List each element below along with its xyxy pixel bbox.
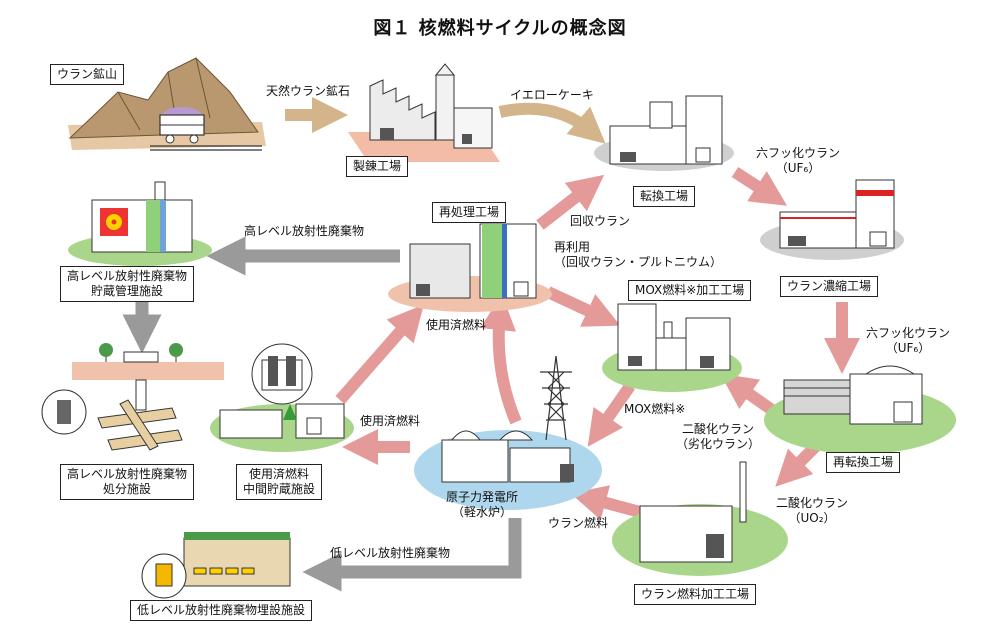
power-plant-illustration: [414, 355, 602, 510]
label-reconversion: 再転換工場: [826, 452, 901, 473]
arrow-llw: [302, 518, 522, 592]
arrow-uranium-fuel: [570, 485, 642, 521]
label-llw-burial: 低レベル放射性廃棄物埋設施設: [130, 600, 313, 621]
flow-uf6-a-line1: 六フッ化ウラン: [756, 146, 841, 160]
flow-mox-fuel: MOX燃料※: [624, 402, 686, 416]
label-interim-storage-line1: 使用済燃料: [249, 467, 310, 481]
hlw-disposal-illustration: [41, 343, 224, 451]
label-fuel-fabrication: ウラン燃料加工工場: [634, 584, 757, 605]
flow-depleted: 二酸化ウラン （劣化ウラン）: [676, 422, 760, 452]
flow-spent-fuel-b: 使用済燃料: [360, 414, 421, 428]
hlw-storage-illustration: [68, 181, 212, 266]
interim-storage-illustration: [210, 343, 354, 452]
arrow-reuse: [545, 286, 621, 327]
reprocessing-illustration: [388, 223, 552, 312]
label-refinery: 製錬工場: [346, 156, 409, 177]
label-power-plant-line1: 原子力発電所: [446, 490, 519, 504]
arrow-mox-fuel: [587, 382, 635, 447]
label-interim-storage-line2: 中間貯蔵施設: [243, 482, 316, 496]
page-title: 図１ 核燃料サイクルの概念図: [373, 18, 627, 39]
label-interim-storage: 使用済燃料 中間貯蔵施設: [236, 464, 323, 500]
flow-uo2-line1: 二酸化ウラン: [776, 496, 849, 510]
flow-uo2-line2: （UO₂）: [788, 511, 836, 525]
flow-uf6-b-line1: 六フッ化ウラン: [866, 326, 951, 340]
flow-reuse: 再利用 （回収ウラン・プルトニウム）: [554, 240, 722, 270]
arrow-spent-fuel-b-up: [335, 304, 424, 404]
flow-uo2: 二酸化ウラン （UO₂）: [776, 496, 848, 526]
flow-reuse-line1: 再利用: [554, 240, 591, 254]
flow-spent-fuel-a: 使用済燃料: [426, 318, 487, 332]
arrow-recovered: [536, 174, 605, 230]
label-hlw-disposal-line2: 処分施設: [103, 482, 152, 496]
label-conversion: 転換工場: [633, 186, 696, 207]
flow-depleted-line1: 二酸化ウラン: [682, 422, 755, 436]
flow-depleted-line2: （劣化ウラン）: [676, 437, 761, 451]
arrow-yellowcake: [498, 102, 606, 144]
mine-illustration: [68, 57, 266, 151]
fuel-fabrication-illustration: [612, 461, 788, 576]
mox-illustration: [602, 303, 742, 392]
refinery-illustration: [348, 63, 500, 162]
label-hlw-disposal-line1: 高レベル放射性廃棄物: [67, 467, 188, 481]
reconversion-illustration: [764, 365, 956, 454]
conversion-illustration: [594, 95, 734, 171]
flow-uf6-a-line2: （UF₆）: [775, 161, 821, 175]
flow-uf6-b-line2: （UF₆）: [885, 341, 931, 355]
flow-llw: 低レベル放射性廃棄物: [330, 546, 451, 560]
llw-burial-illustration: [141, 532, 291, 599]
enrichment-illustration: [760, 179, 904, 260]
flow-uf6-b: 六フッ化ウラン （UF₆）: [866, 326, 950, 356]
label-reprocessing: 再処理工場: [432, 202, 507, 223]
label-hlw-disposal: 高レベル放射性廃棄物 処分施設: [60, 464, 195, 500]
label-hlw-storage-line1: 高レベル放射性廃棄物: [67, 269, 188, 283]
label-hlw-storage-line2: 貯蔵管理施設: [91, 284, 164, 298]
flow-reuse-line2: （回収ウラン・プルトニウム）: [554, 255, 723, 269]
label-uranium-mine: ウラン鉱山: [50, 64, 125, 85]
label-mox-fabrication: MOX燃料※加工工場: [628, 280, 752, 301]
arrow-depleted: [720, 373, 776, 415]
flow-recovered-uranium: 回収ウラン: [570, 214, 631, 228]
flow-arrows: [122, 97, 860, 592]
flow-yellowcake: イエローケーキ: [510, 88, 594, 102]
flow-uranium-fuel: ウラン燃料: [548, 516, 609, 530]
flow-hlw: 高レベル放射性廃棄物: [244, 224, 365, 238]
arrow-uf6-a: [731, 166, 788, 206]
flow-natural-uranium-ore: 天然ウラン鉱石: [266, 84, 351, 98]
label-enrichment: ウラン濃縮工場: [780, 276, 879, 297]
flow-uf6-a: 六フッ化ウラン （UF₆）: [756, 146, 840, 176]
label-power-plant: 原子力発電所 （軽水炉）: [446, 490, 518, 520]
label-power-plant-line2: （軽水炉）: [452, 505, 513, 519]
label-hlw-storage: 高レベル放射性廃棄物 貯蔵管理施設: [60, 266, 195, 302]
arrow-spent-fuel-a: [480, 294, 522, 425]
